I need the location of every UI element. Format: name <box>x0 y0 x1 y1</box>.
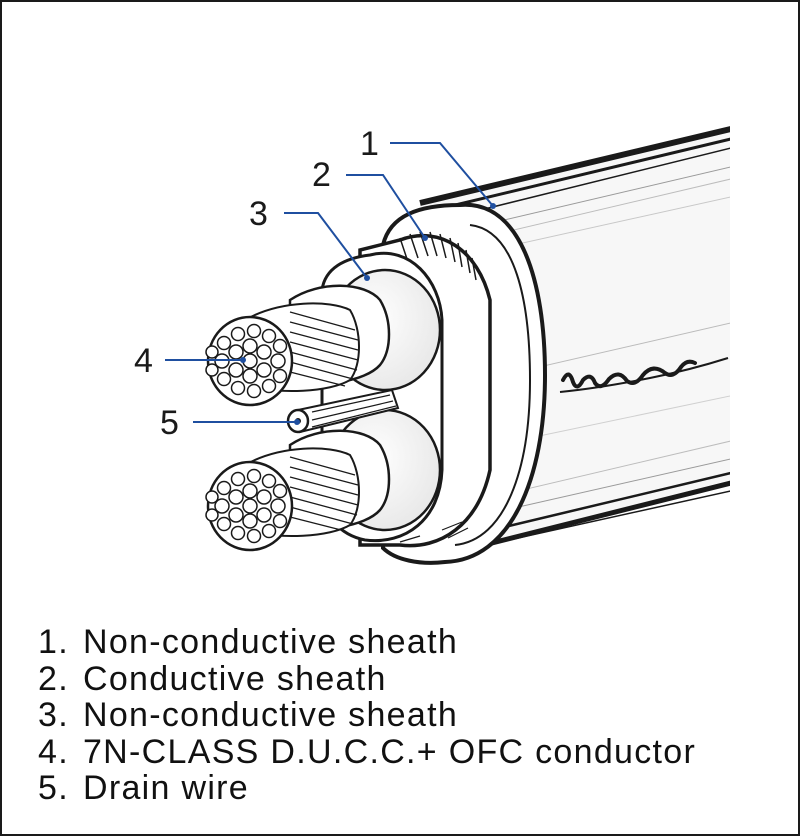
legend-item-number: 3. <box>38 696 69 734</box>
callout-5: 5 <box>160 404 179 442</box>
leader-dot-5 <box>294 419 300 425</box>
legend-item-3: 3. Non-conductive sheath <box>38 697 696 734</box>
leader-dots <box>240 203 496 425</box>
callout-1: 1 <box>360 125 379 163</box>
legend-item-label: 7N-CLASS D.U.C.C.+ OFC conductor <box>82 732 697 771</box>
legend-item-label: Conductive sheath <box>82 659 387 698</box>
leader-line-2 <box>346 174 426 239</box>
legend-item-1: 1. Non-conductive sheath <box>38 624 696 661</box>
legend-item-label: Non-conductive sheath <box>82 696 459 734</box>
brand-signature <box>559 357 729 393</box>
leader-lines <box>165 142 494 423</box>
leader-line-3 <box>284 212 368 279</box>
leader-dot-2 <box>422 235 428 241</box>
legend-list: 1. Non-conductive sheath 2. Conductive she… <box>38 624 696 807</box>
legend-item-5: 5. Drain wire <box>38 770 696 807</box>
legend-item-label: Drain wire <box>82 769 250 807</box>
lower-conductor-end-face <box>205 460 294 552</box>
legend-item-4: 4. 7N-CLASS D.U.C.C.+ OFC conductor <box>38 732 697 771</box>
legend-item-number: 4. <box>38 732 69 771</box>
callout-3: 3 <box>249 195 268 233</box>
leader-line-1 <box>390 142 494 207</box>
legend-item-number: 5. <box>38 769 69 807</box>
legend-item-number: 2. <box>38 659 69 698</box>
callout-4: 4 <box>134 342 153 380</box>
legend-item-label: Non-conductive sheath <box>82 623 459 661</box>
legend-item-2: 2. Conductive sheath <box>38 659 696 698</box>
leader-dot-4 <box>240 357 246 363</box>
leader-dot-3 <box>364 275 370 281</box>
leader-dot-1 <box>490 203 496 209</box>
legend-item-number: 1. <box>38 623 69 661</box>
callout-2: 2 <box>312 156 331 194</box>
